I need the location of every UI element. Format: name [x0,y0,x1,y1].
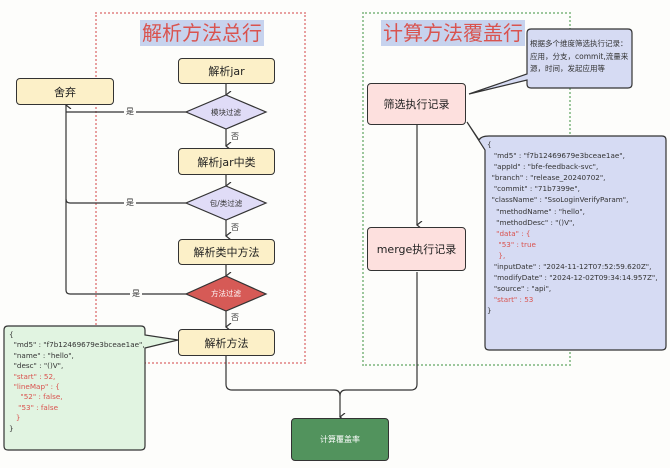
no-label-module: 否 [231,132,239,141]
json-line: "start" : 53 [487,295,534,305]
edge-parse-method-to-final [225,356,341,397]
json-line: } [487,306,492,316]
compute-coverage-node[interactable]: 计算覆盖率 [291,418,389,461]
json-line: "53" : true [487,239,536,249]
module-filter-label: 模块过滤 [211,107,241,117]
compute-coverage-label: 计算覆盖率 [320,435,360,444]
json-line: "data" : { [487,228,531,238]
json-line: "source" : "api", [487,284,552,294]
parse-jar-classes-label: 解析jar中类 [197,155,256,169]
edge-method-filter-yes [66,105,186,295]
json-line: } [9,423,14,433]
method-filter-diamond [184,275,268,312]
record-json-callout [466,121,667,351]
json-line: { [9,330,14,339]
json-line: "start" : 52, [9,371,56,381]
json-line: "53" : false [9,402,58,412]
discard-node-label: 舍弃 [54,85,76,99]
json-line: "md5" : "f7b12469679e3bceae1ae", [9,340,145,350]
parse-method-node[interactable]: 解析方法 [178,329,275,356]
yes-label-method: 是 [130,289,142,299]
json-line: "branch" : "release_20240702", [487,173,606,183]
json-line: "md5" : "f7b12469679e3bceae1ae", [487,151,625,161]
module-filter-node[interactable]: 模块过滤 [186,95,266,129]
no-label-method: 否 [231,313,239,322]
parse-class-methods-node[interactable]: 解析类中方法 [178,239,275,265]
json-line: "52" : false, [9,392,63,402]
discard-node[interactable]: 舍弃 [16,78,114,105]
left-section-frame [95,12,306,364]
package-filter-node[interactable]: 包/类过滤 [186,186,266,220]
filter-note-line: 源，时间，发起应用等 [530,64,605,73]
json-line: } [9,413,21,423]
json-line: "lineMap" : { [9,382,60,392]
json-line: "methodDesc" : "()V", [487,217,575,227]
json-line: }, [487,250,506,260]
json-line: "inputDate" : "2024-11-12T07:52:59.620Z"… [487,262,652,272]
json-line: { [487,140,492,149]
filter-note-callout [468,28,633,95]
json-line: "commit" : "71b7399e", [487,184,580,194]
record-json-text: { "md5" : "f7b12469679e3bceae1ae", "appI… [487,139,658,317]
parse-class-methods-label: 解析类中方法 [193,246,260,259]
filter-records-label: 筛选执行记录 [383,98,450,111]
method-filter-label: 方法过滤 [211,289,241,298]
filter-note-line: 根据多个维度筛选执行记录： [530,39,628,48]
json-line: "desc" : "()V", [9,361,64,371]
json-line: "className" : "SsoLoginVerifyParam", [487,195,629,205]
no-label-package: 否 [231,223,239,232]
yes-label-module: 是 [124,107,136,117]
merge-records-node[interactable]: merge执行记录 [367,227,466,271]
yes-label-package: 是 [124,198,136,208]
method-json-text: { "md5" : "f7b12469679e3bceae1ae", "name… [9,330,145,434]
parse-method-label: 解析方法 [204,336,249,350]
method-json-callout [3,325,179,451]
filter-note-line: 应用，分支，commit,流量来 [530,51,629,61]
parse-jar-classes-node[interactable]: 解析jar中类 [178,148,275,175]
parse-jar-label: 解析jar [208,65,245,78]
method-filter-node[interactable]: 方法过滤 [186,276,266,311]
filter-records-node[interactable]: 筛选执行记录 [367,83,466,125]
filter-note: 根据多个维度筛选执行记录： 应用，分支，commit,流量来 源，时间，发起应用… [530,38,630,76]
package-filter-label: 包/类过滤 [209,198,243,208]
json-line: "modifyDate" : "2024-12-02T09:34:14.957Z… [487,273,658,283]
json-line: "methodName" : "hello", [487,206,585,216]
right-section-title: 计算方法覆盖行 [381,20,525,46]
package-filter-diamond [184,185,268,221]
parse-jar-node[interactable]: 解析jar [178,58,275,84]
json-line: "appId" : "bfe-feedback-svc", [487,162,599,172]
json-line: "name" : "hello", [9,350,74,360]
edge-merge-to-final [339,272,418,397]
module-filter-diamond [184,94,268,130]
merge-records-label: merge执行记录 [376,243,457,256]
left-section-title: 解析方法总行 [140,20,264,46]
